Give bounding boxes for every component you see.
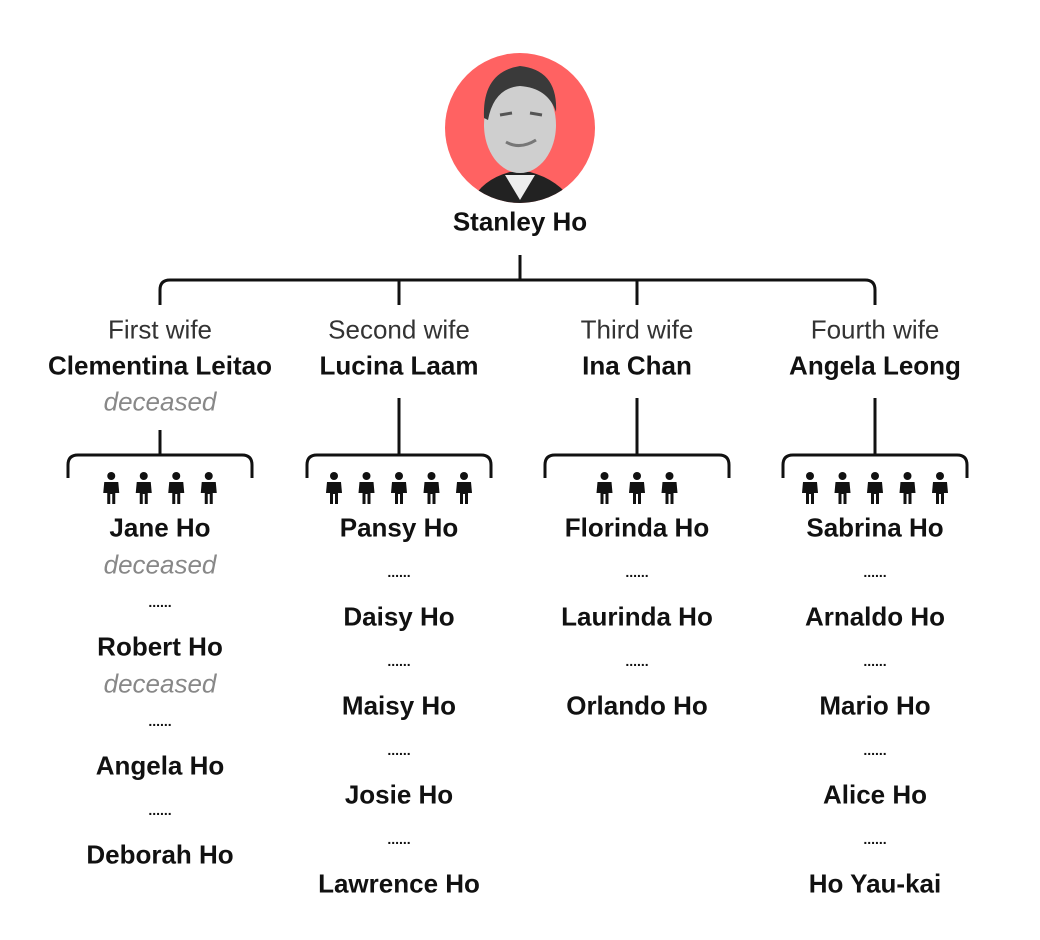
separator-dots: ...... — [863, 831, 887, 847]
children-bracket — [781, 453, 969, 478]
person-icon — [135, 472, 152, 504]
person-icon — [629, 472, 645, 504]
stanley-ho-portrait — [445, 53, 595, 203]
deceased-label: deceased — [103, 549, 217, 580]
separator-dots: ...... — [387, 831, 411, 847]
separator-dots: ...... — [863, 742, 887, 758]
wife-name: Ina Chan — [582, 350, 692, 381]
separator-dots: ...... — [625, 564, 649, 580]
wife-role-label: Third wife — [580, 314, 694, 345]
separator-dots: ...... — [863, 653, 887, 669]
person-icon — [103, 472, 120, 504]
children-bracket — [305, 453, 493, 478]
person-icon — [423, 472, 440, 504]
person-icon — [867, 472, 883, 504]
wife-name: Lucina Laam — [319, 350, 479, 381]
child-name: Arnaldo Ho — [804, 601, 946, 632]
child-name: Ho Yau-kai — [808, 868, 942, 899]
child-name: Mario Ho — [819, 690, 931, 721]
child-name: Daisy Ho — [343, 601, 455, 632]
person-icon — [834, 472, 851, 504]
child-name: Laurinda Ho — [561, 601, 713, 632]
person-icon — [200, 472, 217, 504]
wife-name: Angela Leong — [789, 350, 961, 381]
child-name: Josie Ho — [344, 779, 454, 810]
wife-role-label: Second wife — [328, 314, 470, 345]
wife-role-label: First wife — [108, 314, 212, 345]
child-name: Jane Ho — [109, 512, 211, 543]
child-name: Alice Ho — [822, 779, 928, 810]
person-icon — [661, 472, 678, 504]
separator-dots: ...... — [148, 713, 172, 729]
person-icon — [802, 472, 818, 504]
child-name: Angela Ho — [95, 750, 225, 781]
person-icon — [326, 472, 342, 504]
person-icon — [596, 472, 613, 504]
child-name: Deborah Ho — [86, 839, 234, 870]
deceased-label: deceased — [103, 668, 217, 699]
separator-dots: ...... — [387, 564, 411, 580]
separator-dots: ...... — [387, 653, 411, 669]
person-icon — [932, 472, 948, 504]
person-icon — [899, 472, 916, 504]
child-name: Sabrina Ho — [806, 512, 944, 543]
person-icon — [456, 472, 472, 504]
child-name: Maisy Ho — [341, 690, 457, 721]
children-bracket — [66, 453, 254, 478]
child-name: Pansy Ho — [339, 512, 459, 543]
separator-dots: ...... — [387, 742, 411, 758]
person-icon — [168, 472, 185, 504]
root-person-name: Stanley Ho — [452, 206, 588, 237]
child-name: Orlando Ho — [566, 690, 708, 721]
person-icon — [391, 472, 407, 504]
child-name: Robert Ho — [97, 631, 223, 662]
separator-dots: ...... — [863, 564, 887, 580]
person-icon — [358, 472, 375, 504]
child-name: Lawrence Ho — [318, 868, 480, 899]
wives-bracket — [158, 278, 877, 305]
children-bracket — [543, 453, 731, 478]
child-name: Florinda Ho — [564, 512, 710, 543]
separator-dots: ...... — [148, 594, 172, 610]
separator-dots: ...... — [625, 653, 649, 669]
deceased-label: deceased — [103, 386, 217, 417]
wife-name: Clementina Leitao — [48, 350, 272, 381]
separator-dots: ...... — [148, 802, 172, 818]
wife-role-label: Fourth wife — [810, 314, 940, 345]
